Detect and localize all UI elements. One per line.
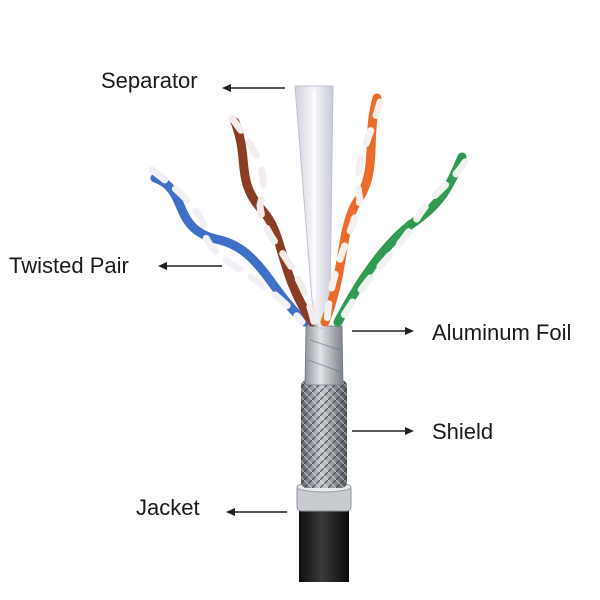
twisted-pairs <box>148 93 469 327</box>
separator-section <box>294 85 334 329</box>
foil-section <box>304 325 344 386</box>
label-shield: Shield <box>432 419 494 444</box>
pair-brown-white <box>228 114 318 326</box>
label-jacket: Jacket <box>136 495 200 520</box>
shield-braid-texture <box>301 380 347 488</box>
arrow-shield <box>352 427 414 435</box>
pair-orange-white <box>323 98 384 326</box>
foil-wrap <box>304 325 344 386</box>
foil-seam <box>307 339 342 373</box>
label-arrows <box>158 84 414 516</box>
label-aluminum-foil: Aluminum Foil <box>432 320 572 345</box>
pair-blue-wire <box>150 173 310 327</box>
arrow-twisted-pair <box>158 262 222 270</box>
jacket-body <box>299 505 349 582</box>
label-twisted-pair: Twisted Pair <box>9 253 129 278</box>
pair-green-white <box>336 158 469 326</box>
arrow-separator <box>222 84 285 92</box>
label-separator: Separator <box>101 68 198 93</box>
pair-blue-white <box>148 166 306 326</box>
jacket-section <box>296 481 352 582</box>
arrow-jacket <box>226 508 287 516</box>
arrow-aluminum-foil <box>352 327 414 335</box>
shield-section <box>301 380 347 488</box>
